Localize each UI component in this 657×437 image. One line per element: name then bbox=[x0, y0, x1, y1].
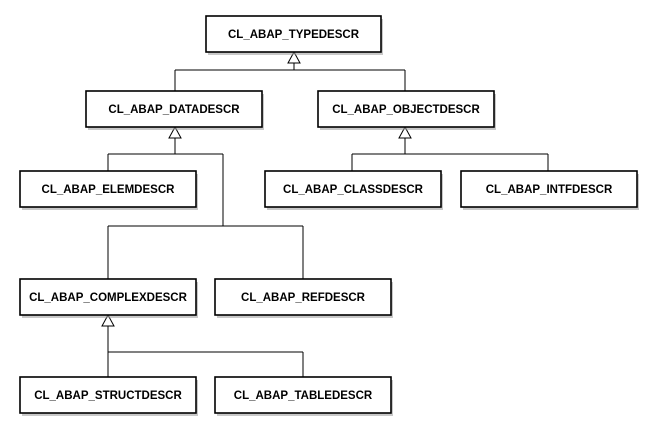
class-label-typedescr: CL_ABAP_TYPEDESCR bbox=[228, 29, 360, 41]
class-node-elemdescr: CL_ABAP_ELEMDESCR bbox=[19, 170, 198, 210]
class-label-classdescr: CL_ABAP_CLASSDESCR bbox=[283, 184, 424, 196]
class-node-structdescr: CL_ABAP_STRUCTDESCR bbox=[19, 376, 198, 416]
node-box bbox=[214, 278, 392, 316]
class-node-objectdescr: CL_ABAP_OBJECTDESCR bbox=[317, 90, 496, 130]
class-label-elemdescr: CL_ABAP_ELEMDESCR bbox=[42, 184, 176, 196]
class-label-datadescr: CL_ABAP_DATADESCR bbox=[108, 104, 240, 116]
node-box bbox=[205, 15, 382, 53]
node-box bbox=[264, 170, 442, 208]
class-node-intfdescr: CL_ABAP_INTFDESCR bbox=[460, 170, 639, 210]
class-label-complexdescr: CL_ABAP_COMPLEXDESCR bbox=[29, 292, 188, 304]
connectors bbox=[101, 50, 549, 377]
class-label-structdescr: CL_ABAP_STRUCTDESCR bbox=[34, 390, 182, 402]
class-label-refdescr: CL_ABAP_REFDESCR bbox=[241, 292, 366, 304]
class-node-complexdescr: CL_ABAP_COMPLEXDESCR bbox=[19, 278, 198, 318]
class-label-intfdescr: CL_ABAP_INTFDESCR bbox=[486, 184, 613, 196]
class-node-typedescr: CL_ABAP_TYPEDESCR bbox=[205, 15, 383, 55]
class-node-refdescr: CL_ABAP_REFDESCR bbox=[214, 278, 393, 318]
inheritance-arrow-datadescr-icon bbox=[168, 125, 182, 139]
class-node-datadescr: CL_ABAP_DATADESCR bbox=[85, 90, 264, 130]
class-label-tabledescr: CL_ABAP_TABLEDESCR bbox=[234, 390, 373, 402]
node-box bbox=[85, 90, 263, 128]
class-node-classdescr: CL_ABAP_CLASSDESCR bbox=[264, 170, 443, 210]
inheritance-arrow-typedescr-icon bbox=[287, 50, 301, 64]
node-box bbox=[19, 278, 197, 316]
class-label-objectdescr: CL_ABAP_OBJECTDESCR bbox=[332, 104, 480, 116]
inheritance-arrow-complexdescr-icon bbox=[101, 313, 115, 327]
node-box bbox=[214, 376, 392, 414]
nodes: CL_ABAP_TYPEDESCR CL_ABAP_DATADESCR CL_ABA… bbox=[19, 15, 639, 416]
node-box bbox=[19, 376, 197, 414]
class-node-tabledescr: CL_ABAP_TABLEDESCR bbox=[214, 376, 393, 416]
inheritance-arrow-objectdescr-icon bbox=[398, 125, 412, 139]
node-box bbox=[460, 170, 638, 208]
node-box bbox=[317, 90, 495, 128]
node-box bbox=[19, 170, 197, 208]
